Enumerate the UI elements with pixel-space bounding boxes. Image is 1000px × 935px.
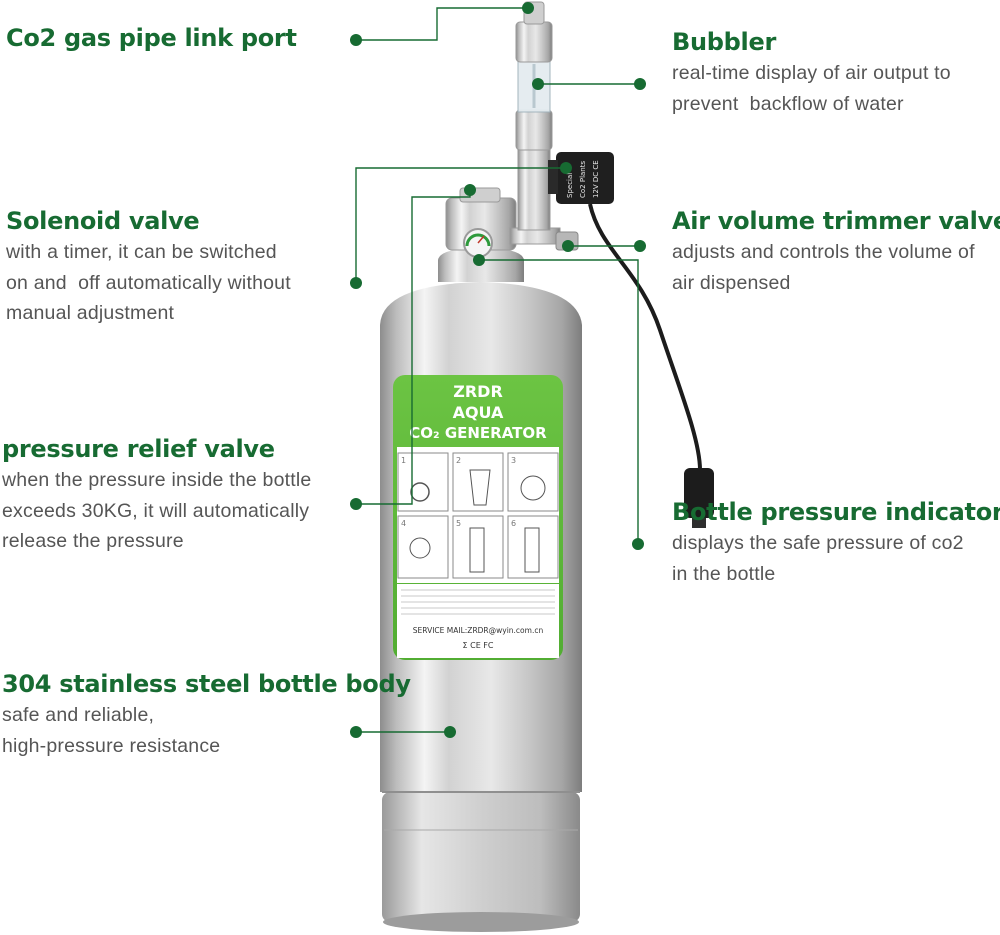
callout-solenoid: Solenoid valve with a timer, it can be s… <box>6 205 291 329</box>
callout-description: displays the safe pressure of co2 in the… <box>672 528 1000 589</box>
bottle-label-certs: Σ CE FC <box>463 641 494 650</box>
cable-plug-icon <box>588 203 714 528</box>
bubbler-tube-icon <box>515 1 553 151</box>
dot-solenoid-end <box>560 162 572 174</box>
solenoid-label-line3: 12V DC CE <box>592 160 600 198</box>
callout-title: Bubbler <box>672 28 776 56</box>
callout-line: when the pressure inside the bottle <box>2 469 312 491</box>
bottle-product-label: ZRDR AQUA CO₂ GENERATOR 1 2 3 4 5 6 <box>393 375 563 660</box>
dot-indicator-start <box>473 254 485 266</box>
callout-line: adjusts and controls the volume of <box>672 241 975 263</box>
callout-line: air dispensed <box>672 271 791 294</box>
callout-description: when the pressure inside the bottle exce… <box>2 465 311 557</box>
bottle-label-brand: ZRDR <box>453 382 503 401</box>
step-4: 4 <box>401 519 406 528</box>
callout-relief: pressure relief valve when the pressure … <box>2 433 311 557</box>
callout-indicator: Bottle pressure indicator displays the s… <box>672 496 1000 589</box>
dot-pipe-port-end <box>522 2 534 14</box>
callout-pipe-port: Co2 gas pipe link port <box>6 22 297 54</box>
leader-indicator <box>479 259 639 544</box>
dot-trimmer-end <box>634 240 646 252</box>
callout-title: Solenoid valve <box>6 207 200 235</box>
solenoid-label-line2: Co2 Plants <box>579 161 587 198</box>
callout-line: on and off automatically without <box>6 271 291 294</box>
dot-relief-end <box>464 184 476 196</box>
callout-line: safe and reliable, <box>2 704 155 726</box>
callout-title: pressure relief valve <box>2 435 275 463</box>
callout-line: exceeds 30KG, it will automatically <box>2 499 310 522</box>
dot-bubbler-start <box>532 78 544 90</box>
dot-indicator-end <box>632 538 644 550</box>
callout-line: high-pressure resistance <box>2 734 221 757</box>
bottle-label-line2: AQUA <box>453 403 504 422</box>
callout-title: Co2 gas pipe link port <box>6 24 297 52</box>
callout-line: displays the safe pressure of co2 <box>672 532 964 554</box>
callout-line: in the bottle <box>672 562 776 585</box>
callout-line: prevent backflow of water <box>672 92 904 115</box>
leader-solenoid <box>355 167 566 283</box>
step-6: 6 <box>511 519 516 528</box>
solenoid-label-line1: Special <box>566 173 574 198</box>
callout-title: Bottle pressure indicator <box>672 498 1000 526</box>
dot-relief-start <box>350 498 362 510</box>
callout-description: real-time display of air output to preve… <box>672 58 951 119</box>
dot-pipe-port-start <box>350 34 362 46</box>
leader-dots <box>350 2 646 738</box>
solenoid-valve-icon: Special Co2 Plants 12V DC CE <box>548 152 614 204</box>
pressure-gauge-icon <box>463 228 493 258</box>
callout-description: adjusts and controls the volume of air d… <box>672 237 1000 298</box>
callout-description: with a timer, it can be switched on and … <box>6 237 291 329</box>
bottle-label-line3: CO₂ GENERATOR <box>409 424 547 442</box>
step-5: 5 <box>456 519 461 528</box>
callout-trimmer: Air volume trimmer valve adjusts and con… <box>672 205 1000 298</box>
dot-bubbler-end <box>634 78 646 90</box>
callout-line: manual adjustment <box>6 302 175 324</box>
step-1: 1 <box>401 456 406 465</box>
dot-body-start <box>350 726 362 738</box>
callout-title: Air volume trimmer valve <box>672 207 1000 235</box>
step-2: 2 <box>456 456 461 465</box>
callout-line: release the pressure <box>2 530 184 552</box>
leader-pipe-port <box>356 7 528 41</box>
bottle-label-service: SERVICE MAIL:ZRDR@wyin.com.cn <box>413 626 544 635</box>
callout-bubbler: Bubbler real-time display of air output … <box>672 26 951 119</box>
callout-line: real-time display of air output to <box>672 62 951 84</box>
dot-body-end <box>444 726 456 738</box>
step-3: 3 <box>511 456 516 465</box>
regulator-assembly <box>438 147 579 282</box>
callout-title: 304 stainless steel bottle body <box>2 670 411 698</box>
callout-description: safe and reliable, high-pressure resista… <box>2 700 411 761</box>
dot-solenoid-start <box>350 277 362 289</box>
dot-trimmer-start <box>562 240 574 252</box>
callout-line: with a timer, it can be switched <box>6 241 277 263</box>
callout-body: 304 stainless steel bottle body safe and… <box>2 668 411 761</box>
